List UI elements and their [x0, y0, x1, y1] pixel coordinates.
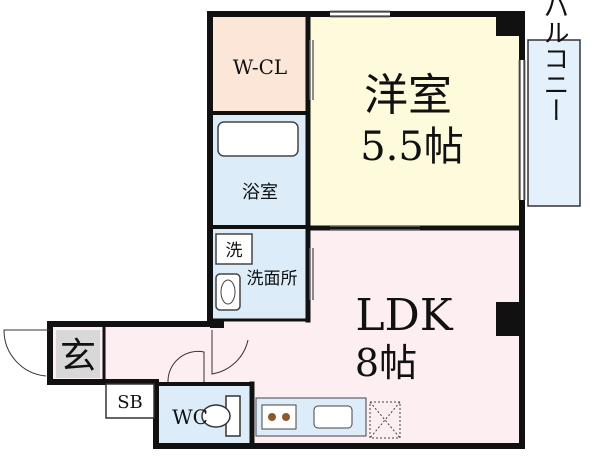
window-frames: [330, 10, 526, 200]
sb-box: [105, 383, 155, 419]
entrance-tile: [56, 330, 100, 378]
balcony-label: バルコニー: [539, 0, 569, 123]
wcl-label: W-CL: [233, 55, 287, 79]
fridge-space: [369, 401, 401, 439]
western-size-label: 5.5帖: [360, 124, 464, 170]
wcl-room: [212, 16, 308, 112]
wall-post: [210, 320, 224, 328]
balcony: [527, 39, 581, 207]
wc-label: WC: [172, 405, 208, 429]
bath-label: 浴室: [242, 182, 278, 203]
sink: [313, 405, 353, 429]
entrance-door: [3, 329, 50, 377]
wash-basin: [215, 273, 241, 311]
washer-box: [215, 233, 253, 265]
toilet-bowl: [201, 404, 231, 428]
washer-label: 洗: [226, 241, 243, 261]
wall-post: [496, 302, 522, 336]
ldk-label: LDK: [355, 290, 453, 341]
hall-doors: [167, 330, 249, 383]
western-room: [308, 16, 520, 228]
stove: [261, 404, 297, 430]
burner: [268, 413, 276, 421]
wall-post: [496, 14, 522, 36]
washroom-label: 洗面所: [247, 269, 298, 289]
burner: [282, 413, 290, 421]
sb-label: SB: [117, 392, 143, 413]
ldk-size-label: 8帖: [355, 341, 417, 385]
sliding-doors: [309, 40, 420, 300]
bathtub: [217, 121, 299, 157]
entrance-label: 玄: [60, 336, 96, 377]
western-label: 洋室: [364, 70, 452, 121]
basin-bowl: [220, 279, 236, 305]
windows: [330, 12, 524, 200]
